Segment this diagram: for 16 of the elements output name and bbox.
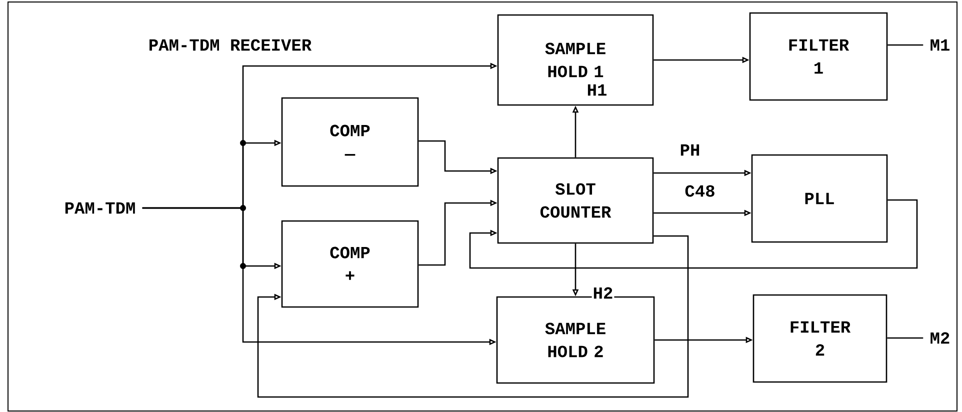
signal-label: M2 xyxy=(930,332,950,344)
connector-arrow xyxy=(257,235,689,398)
diagram-title: PAM-TDM RECEIVER xyxy=(150,39,312,51)
edge-label: H2 xyxy=(594,287,612,299)
block-box: FILTER 2 xyxy=(752,294,888,383)
block-box: PLL xyxy=(751,154,888,243)
edge-label: PH xyxy=(680,144,700,156)
connector-arrow xyxy=(469,199,918,269)
block-box: FILTER 1 xyxy=(749,12,888,101)
edge-label: C48 xyxy=(685,185,714,197)
signal-label: PAM-TDM xyxy=(65,202,135,214)
edge-label: H1 xyxy=(588,84,606,96)
block-box: COMP + xyxy=(281,220,419,308)
block-box: COMP — xyxy=(281,97,419,187)
signal-label: M1 xyxy=(930,39,950,51)
block-box: SLOT COUNTER xyxy=(497,157,654,244)
